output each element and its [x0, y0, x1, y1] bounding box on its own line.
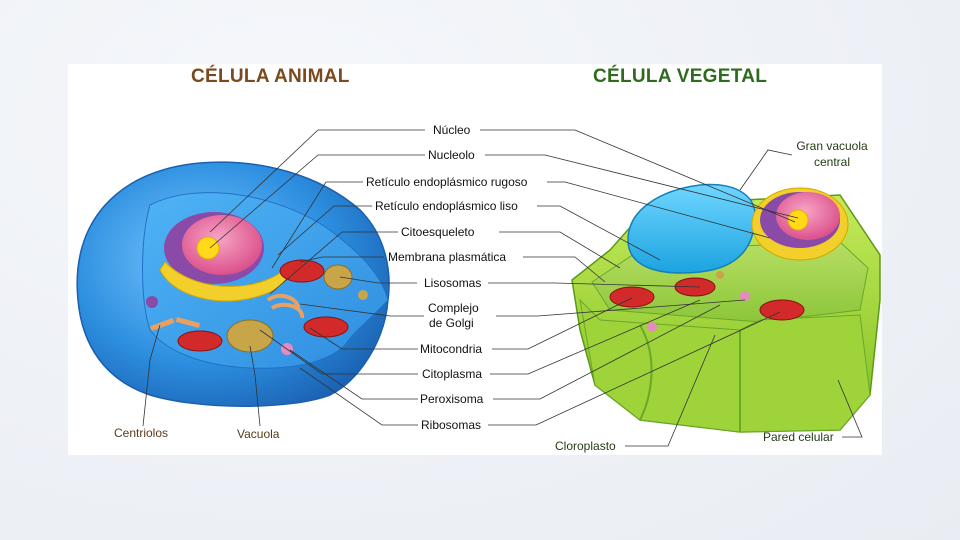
label-centriolos: Centriolos — [114, 426, 169, 440]
label-nucleo: Núcleo — [433, 123, 471, 137]
label-golgi: de Golgi — [429, 316, 474, 330]
animal-leader-lines — [142, 129, 425, 427]
label-gran-vacuola: Gran vacuola — [796, 139, 868, 153]
label-mitocondria: Mitocondria — [420, 342, 483, 356]
label-pared-celular: Pared celular — [763, 430, 834, 444]
label-peroxisoma: Peroxisoma — [420, 392, 484, 406]
label-complejo: Complejo — [428, 301, 479, 315]
label-citoplasma: Citoplasma — [422, 367, 483, 381]
label-nucleolo: Nucleolo — [428, 148, 475, 162]
label-cloroplasto: Cloroplasto — [555, 439, 616, 453]
label-ribosomas: Ribosomas — [421, 418, 482, 432]
title-animal-cell: CÉLULA ANIMAL — [191, 66, 350, 87]
label-gran-vacuola-central: central — [813, 155, 851, 169]
label-citoesqueleto: Citoesqueleto — [401, 225, 475, 239]
label-vacuola: Vacuola — [237, 427, 280, 441]
plant-leader-lines — [480, 129, 863, 447]
label-rel: Retículo endoplásmico liso — [375, 199, 518, 213]
title-plant-cell: CÉLULA VEGETAL — [593, 66, 768, 87]
animal-cell — [76, 161, 390, 407]
label-rer: Retículo endoplásmico rugoso — [366, 175, 528, 189]
plant-cell — [571, 183, 881, 433]
label-lisosomas: Lisosomas — [424, 276, 482, 290]
label-membrana: Membrana plasmática — [388, 250, 507, 264]
